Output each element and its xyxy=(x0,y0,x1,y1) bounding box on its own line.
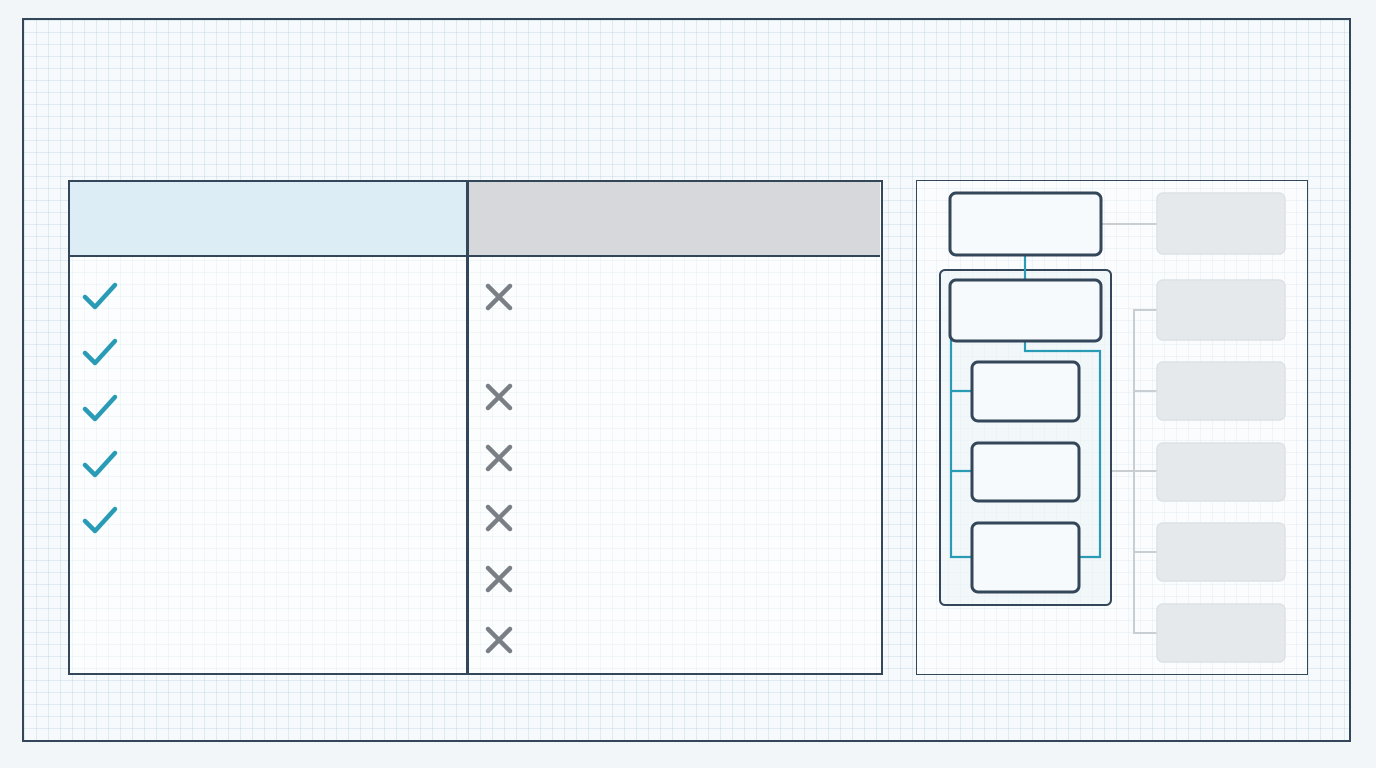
root-node xyxy=(948,191,1103,257)
ghost-box xyxy=(1156,361,1286,421)
check-icon xyxy=(82,506,118,534)
ghost-box xyxy=(1156,522,1286,582)
child-node xyxy=(970,360,1081,423)
check-icon xyxy=(82,338,118,366)
comparison-table xyxy=(68,180,883,675)
column-header-right xyxy=(468,182,880,257)
ghost-box xyxy=(1156,192,1286,255)
check-icon xyxy=(82,394,118,422)
check-icon xyxy=(82,450,118,478)
ghost-box xyxy=(1156,603,1286,663)
cross-icon xyxy=(485,504,513,532)
child-node xyxy=(970,441,1081,503)
parent-node xyxy=(948,278,1103,343)
check-icon xyxy=(82,282,118,310)
cross-icon xyxy=(485,383,513,411)
child-node xyxy=(970,521,1081,594)
accent-connectors xyxy=(949,255,1102,559)
cross-icon xyxy=(485,565,513,593)
ghost-box xyxy=(1156,442,1286,502)
cross-icon xyxy=(485,626,513,654)
column-divider xyxy=(466,182,469,673)
column-header-left xyxy=(70,182,468,257)
cross-icon xyxy=(485,444,513,472)
ghost-boxes xyxy=(1156,192,1286,663)
ghost-box xyxy=(1156,279,1286,341)
cross-icon xyxy=(485,283,513,311)
ghost-connectors xyxy=(1101,223,1158,634)
